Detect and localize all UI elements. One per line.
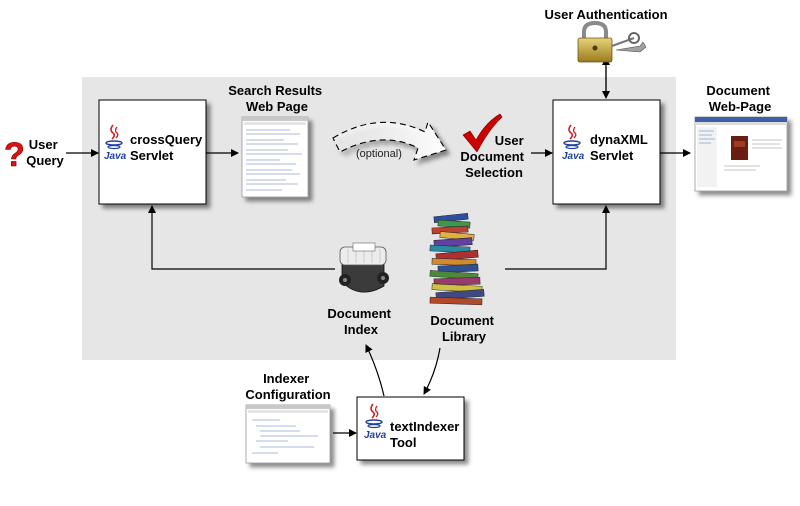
svg-text:Java: Java (104, 151, 127, 162)
document-library-label: Document Library (430, 313, 497, 344)
textindexer-label: textIndexer Tool (390, 419, 463, 450)
dynaxml-label: dynaXML Servlet (590, 132, 651, 163)
dynaxml-servlet-box: Java dynaXML Servlet (552, 99, 661, 205)
optional-flow-arrow: (optional) (332, 120, 447, 161)
java-logo-icon: Java (562, 124, 585, 162)
arrow-textindexer-to-index (365, 344, 385, 397)
book-stack-icon (429, 212, 485, 306)
arrow-library-to-textindexer (423, 347, 441, 395)
question-mark-icon: ? (4, 136, 25, 175)
svg-text:?: ? (4, 136, 25, 174)
textindexer-tool-box: Java textIndexer Tool (356, 396, 465, 461)
search-results-thumbnail (241, 116, 309, 198)
checkmark-icon (462, 113, 503, 153)
indexer-configuration-thumbnail (245, 404, 331, 464)
crossquery-servlet-box: Java crossQuery Servlet (98, 99, 207, 205)
user-query-label: User Query (26, 137, 64, 168)
rolodex-icon (339, 242, 389, 293)
crossquery-label: crossQuery Servlet (130, 132, 206, 163)
user-authentication-label: User Authentication (544, 7, 667, 22)
optional-label: (optional) (356, 148, 402, 160)
connectors (66, 57, 691, 437)
arrow-index-to-crossquery (148, 205, 335, 270)
java-logo-icon: Java (104, 124, 127, 162)
arrow-library-to-dynaxml (505, 205, 610, 270)
document-webpage-label: Document Web-Page (706, 83, 773, 114)
svg-text:Java: Java (364, 430, 387, 441)
document-index-label: Document Index (327, 306, 394, 337)
user-document-selection-label: User Document Selection (460, 133, 527, 180)
svg-text:Java: Java (562, 151, 585, 162)
padlock-keys-icon (577, 20, 647, 63)
java-logo-icon: Java (364, 403, 387, 441)
indexer-configuration-label: Indexer Configuration (245, 371, 330, 402)
document-webpage-thumbnail (694, 116, 788, 192)
search-results-label: Search Results Web Page (228, 83, 326, 114)
